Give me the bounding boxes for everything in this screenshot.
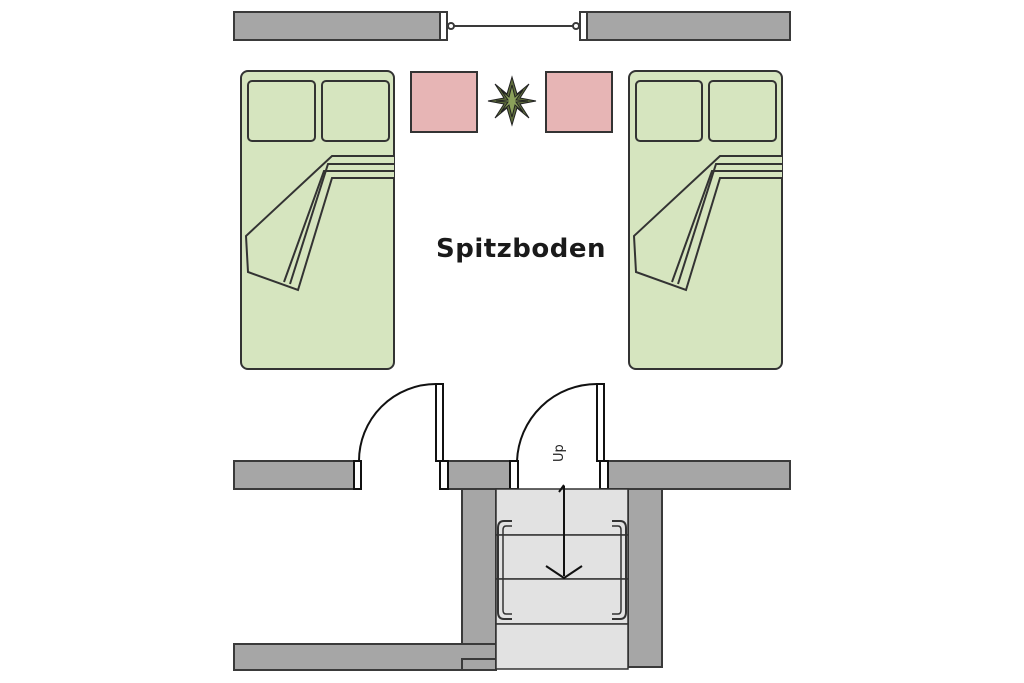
stair-direction-label: Up — [552, 444, 567, 462]
door-right-leaf — [596, 383, 605, 462]
stair-direction-arrow-icon — [545, 484, 583, 580]
stairwell-wall-right — [627, 488, 663, 668]
bottom-wall-stair — [461, 658, 497, 671]
bed-left-pillow-1 — [247, 80, 316, 142]
door-left — [353, 383, 449, 490]
bed-right-pillow-1 — [635, 80, 703, 142]
stair-step-1 — [495, 488, 629, 536]
stair-rail-right — [612, 520, 627, 620]
bed-left-pillow-2 — [321, 80, 390, 142]
bed-right-blanket-line-2 — [671, 170, 782, 283]
door-right-jamb-right — [599, 460, 609, 490]
stair-rail-left — [497, 520, 512, 620]
nightstand-right — [545, 71, 613, 133]
door-left-jamb-left — [353, 460, 362, 490]
mid-wall-left — [233, 460, 360, 490]
stair-step-2 — [495, 534, 629, 580]
stair-step-4 — [495, 623, 629, 670]
bed-right-pillow-2 — [708, 80, 777, 142]
staircase — [495, 488, 629, 670]
bed-right-blanket-fold — [632, 155, 782, 292]
bed-left-blanket-line-2 — [283, 170, 394, 283]
window-jamb-left — [439, 11, 448, 41]
window-hinge-right — [572, 22, 580, 30]
top-wall-left — [233, 11, 445, 41]
window-jamb-right — [579, 11, 588, 41]
door-left-swing — [358, 383, 437, 462]
door-right — [509, 383, 609, 490]
bed-right — [628, 70, 783, 370]
top-wall-right — [585, 11, 791, 41]
plant-icon — [487, 75, 537, 127]
door-left-leaf — [435, 383, 444, 462]
stair-step-3 — [495, 578, 629, 625]
door-left-jamb-right — [439, 460, 449, 490]
window-hinge-left — [447, 22, 455, 30]
nightstand-left — [410, 71, 478, 133]
stair-rail-left-inner — [502, 525, 512, 615]
bed-left — [240, 70, 395, 370]
mid-wall-right — [607, 460, 791, 490]
room-label: Spitzboden — [436, 234, 607, 264]
bed-right-blanket-line-1 — [677, 163, 782, 285]
door-right-swing — [516, 383, 598, 462]
mid-wall-center — [447, 460, 511, 490]
stairwell-wall-left — [461, 488, 497, 660]
door-right-jamb-left — [509, 460, 519, 490]
bed-left-blanket-line-1 — [289, 163, 394, 285]
bottom-wall — [233, 643, 497, 671]
bed-left-blanket-fold — [244, 155, 394, 292]
stair-rail-right-inner — [612, 525, 622, 615]
window — [439, 11, 588, 41]
